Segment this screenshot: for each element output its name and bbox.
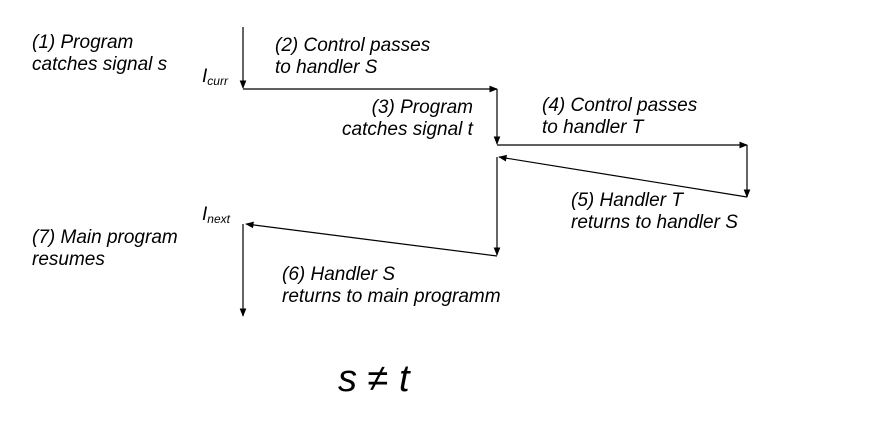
step4-label: (4) Control passes to handler T <box>542 95 698 138</box>
i-curr-label: Icurr <box>202 66 228 88</box>
return-to-handler-s-arrow <box>498 154 748 198</box>
signal-inequality: s ≠ t <box>338 358 410 400</box>
step1-label: (1) Program catches signal s <box>32 32 168 75</box>
step3-label: (3) Program catches signal t <box>342 97 473 140</box>
step7-label: (7) Main program resumes <box>32 227 178 270</box>
step2-label: (2) Control passes to handler S <box>275 35 431 78</box>
step5-label: (5) Handler T returns to handler S <box>571 190 738 233</box>
i-next-label: Inext <box>202 204 230 226</box>
return-to-main-arrow <box>245 221 498 257</box>
step6-label: (6) Handler S returns to main programm <box>282 264 501 307</box>
